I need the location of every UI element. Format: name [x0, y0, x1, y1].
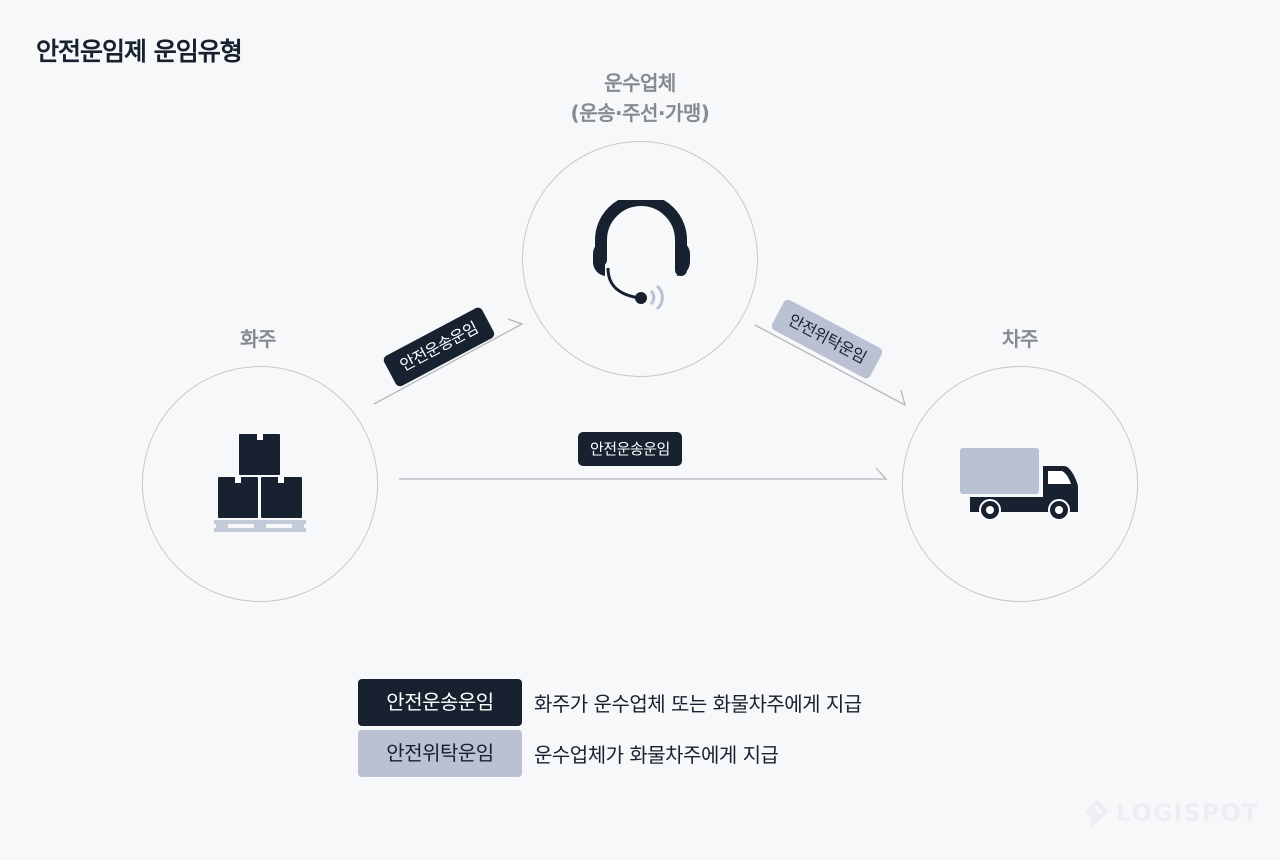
carrier-node [522, 141, 758, 377]
truck-icon [960, 448, 1078, 521]
edge-tag-shipper-to-trucker: 안전운송운임 [578, 432, 682, 466]
legend-chip-consignment: 안전위탁운임 [358, 730, 522, 777]
legend-chip-transport: 안전운송운임 [358, 679, 522, 726]
trucker-node [902, 366, 1138, 602]
legend-text-transport: 화주가 운수업체 또는 화물차주에게 지급 [534, 692, 862, 716]
arrow-shipper-to-trucker [399, 467, 888, 480]
watermark-text: LOGISPOT [1116, 799, 1260, 827]
carrier-label-line2: (운송·주선·가맹) [570, 101, 710, 125]
legend-row-consignment: 안전위탁운임 운수업체가 화물차주에게 지급 [358, 730, 779, 777]
trucker-label: 차주 [1002, 327, 1038, 351]
legend-text-consignment: 운수업체가 화물차주에게 지급 [534, 743, 779, 767]
shipper-label: 화주 [240, 327, 276, 351]
shipper-node [142, 366, 378, 602]
legend-row-transport: 안전운송운임 화주가 운수업체 또는 화물차주에게 지급 [358, 679, 862, 726]
carrier-label: 운수업체 (운송·주선·가맹) [540, 68, 740, 128]
arrow-shipper-to-carrier [373, 318, 524, 405]
logo-diamond-icon [1085, 799, 1109, 827]
carrier-label-line1: 운수업체 [604, 71, 676, 95]
boxes-pallet-icon [214, 434, 306, 532]
headset-icon [592, 200, 691, 311]
watermark-logo: LOGISPOT [1084, 798, 1259, 828]
arrow-carrier-to-trucker [754, 324, 907, 407]
page-title: 안전운임제 운임유형 [36, 37, 243, 66]
